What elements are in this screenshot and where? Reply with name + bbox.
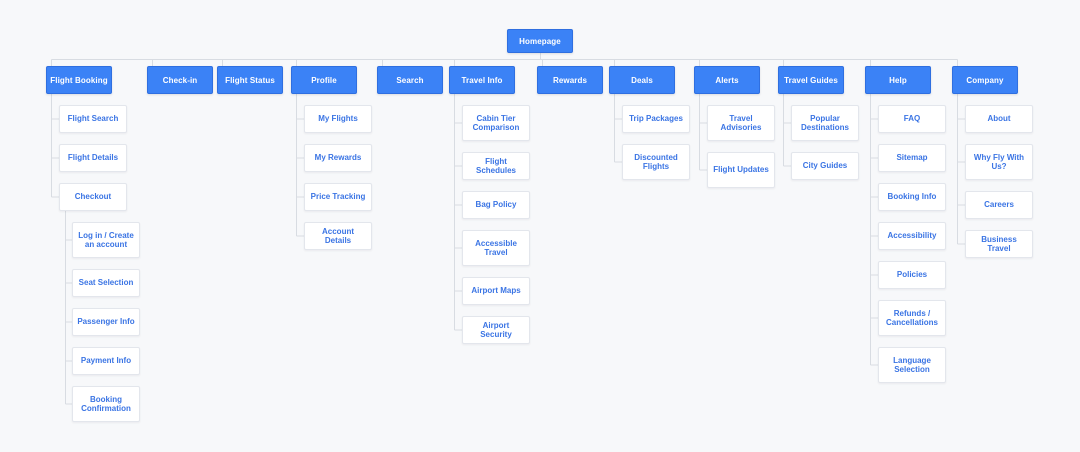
node-my-flights[interactable]: My Flights xyxy=(304,105,372,133)
node-price-tracking[interactable]: Price Tracking xyxy=(304,183,372,211)
node-flight-search[interactable]: Flight Search xyxy=(59,105,127,133)
node-check-in[interactable]: Check-in xyxy=(147,66,213,94)
node-my-rewards[interactable]: My Rewards xyxy=(304,144,372,172)
node-flight-booking[interactable]: Flight Booking xyxy=(46,66,112,94)
node-airport-maps[interactable]: Airport Maps xyxy=(462,277,530,305)
node-business-travel[interactable]: Business Travel xyxy=(965,230,1033,258)
node-accessible-travel[interactable]: Accessible Travel xyxy=(462,230,530,266)
node-flight-updates[interactable]: Flight Updates xyxy=(707,152,775,188)
node-bag-policy[interactable]: Bag Policy xyxy=(462,191,530,219)
node-help[interactable]: Help xyxy=(865,66,931,94)
node-why-fly-with-us[interactable]: Why Fly With Us? xyxy=(965,144,1033,180)
node-search[interactable]: Search xyxy=(377,66,443,94)
node-company[interactable]: Company xyxy=(952,66,1018,94)
node-airport-security[interactable]: Airport Security xyxy=(462,316,530,344)
node-profile[interactable]: Profile xyxy=(291,66,357,94)
node-cabin-tier-comparison[interactable]: Cabin Tier Comparison xyxy=(462,105,530,141)
node-account-details[interactable]: Account Details xyxy=(304,222,372,250)
node-flight-details[interactable]: Flight Details xyxy=(59,144,127,172)
node-popular-destinations[interactable]: Popular Destinations xyxy=(791,105,859,141)
node-careers[interactable]: Careers xyxy=(965,191,1033,219)
node-travel-advisories[interactable]: Travel Advisories xyxy=(707,105,775,141)
node-refunds-cancellations[interactable]: Refunds / Cancellations xyxy=(878,300,946,336)
node-trip-packages[interactable]: Trip Packages xyxy=(622,105,690,133)
node-policies[interactable]: Policies xyxy=(878,261,946,289)
node-sitemap[interactable]: Sitemap xyxy=(878,144,946,172)
node-checkout[interactable]: Checkout xyxy=(59,183,127,211)
node-payment-info[interactable]: Payment Info xyxy=(72,347,140,375)
node-homepage[interactable]: Homepage xyxy=(507,29,573,53)
node-travel-guides[interactable]: Travel Guides xyxy=(778,66,844,94)
node-flight-schedules[interactable]: Flight Schedules xyxy=(462,152,530,180)
node-booking-confirmation[interactable]: Booking Confirmation xyxy=(72,386,140,422)
node-city-guides[interactable]: City Guides xyxy=(791,152,859,180)
node-deals[interactable]: Deals xyxy=(609,66,675,94)
node-about[interactable]: About xyxy=(965,105,1033,133)
node-passenger-info[interactable]: Passenger Info xyxy=(72,308,140,336)
node-booking-info[interactable]: Booking Info xyxy=(878,183,946,211)
node-rewards[interactable]: Rewards xyxy=(537,66,603,94)
node-discounted-flights[interactable]: Discounted Flights xyxy=(622,144,690,180)
node-log-in-create-an-account[interactable]: Log in / Create an account xyxy=(72,222,140,258)
node-alerts[interactable]: Alerts xyxy=(694,66,760,94)
node-travel-info[interactable]: Travel Info xyxy=(449,66,515,94)
node-seat-selection[interactable]: Seat Selection xyxy=(72,269,140,297)
node-flight-status[interactable]: Flight Status xyxy=(217,66,283,94)
node-language-selection[interactable]: Language Selection xyxy=(878,347,946,383)
node-accessibility[interactable]: Accessibility xyxy=(878,222,946,250)
node-faq[interactable]: FAQ xyxy=(878,105,946,133)
